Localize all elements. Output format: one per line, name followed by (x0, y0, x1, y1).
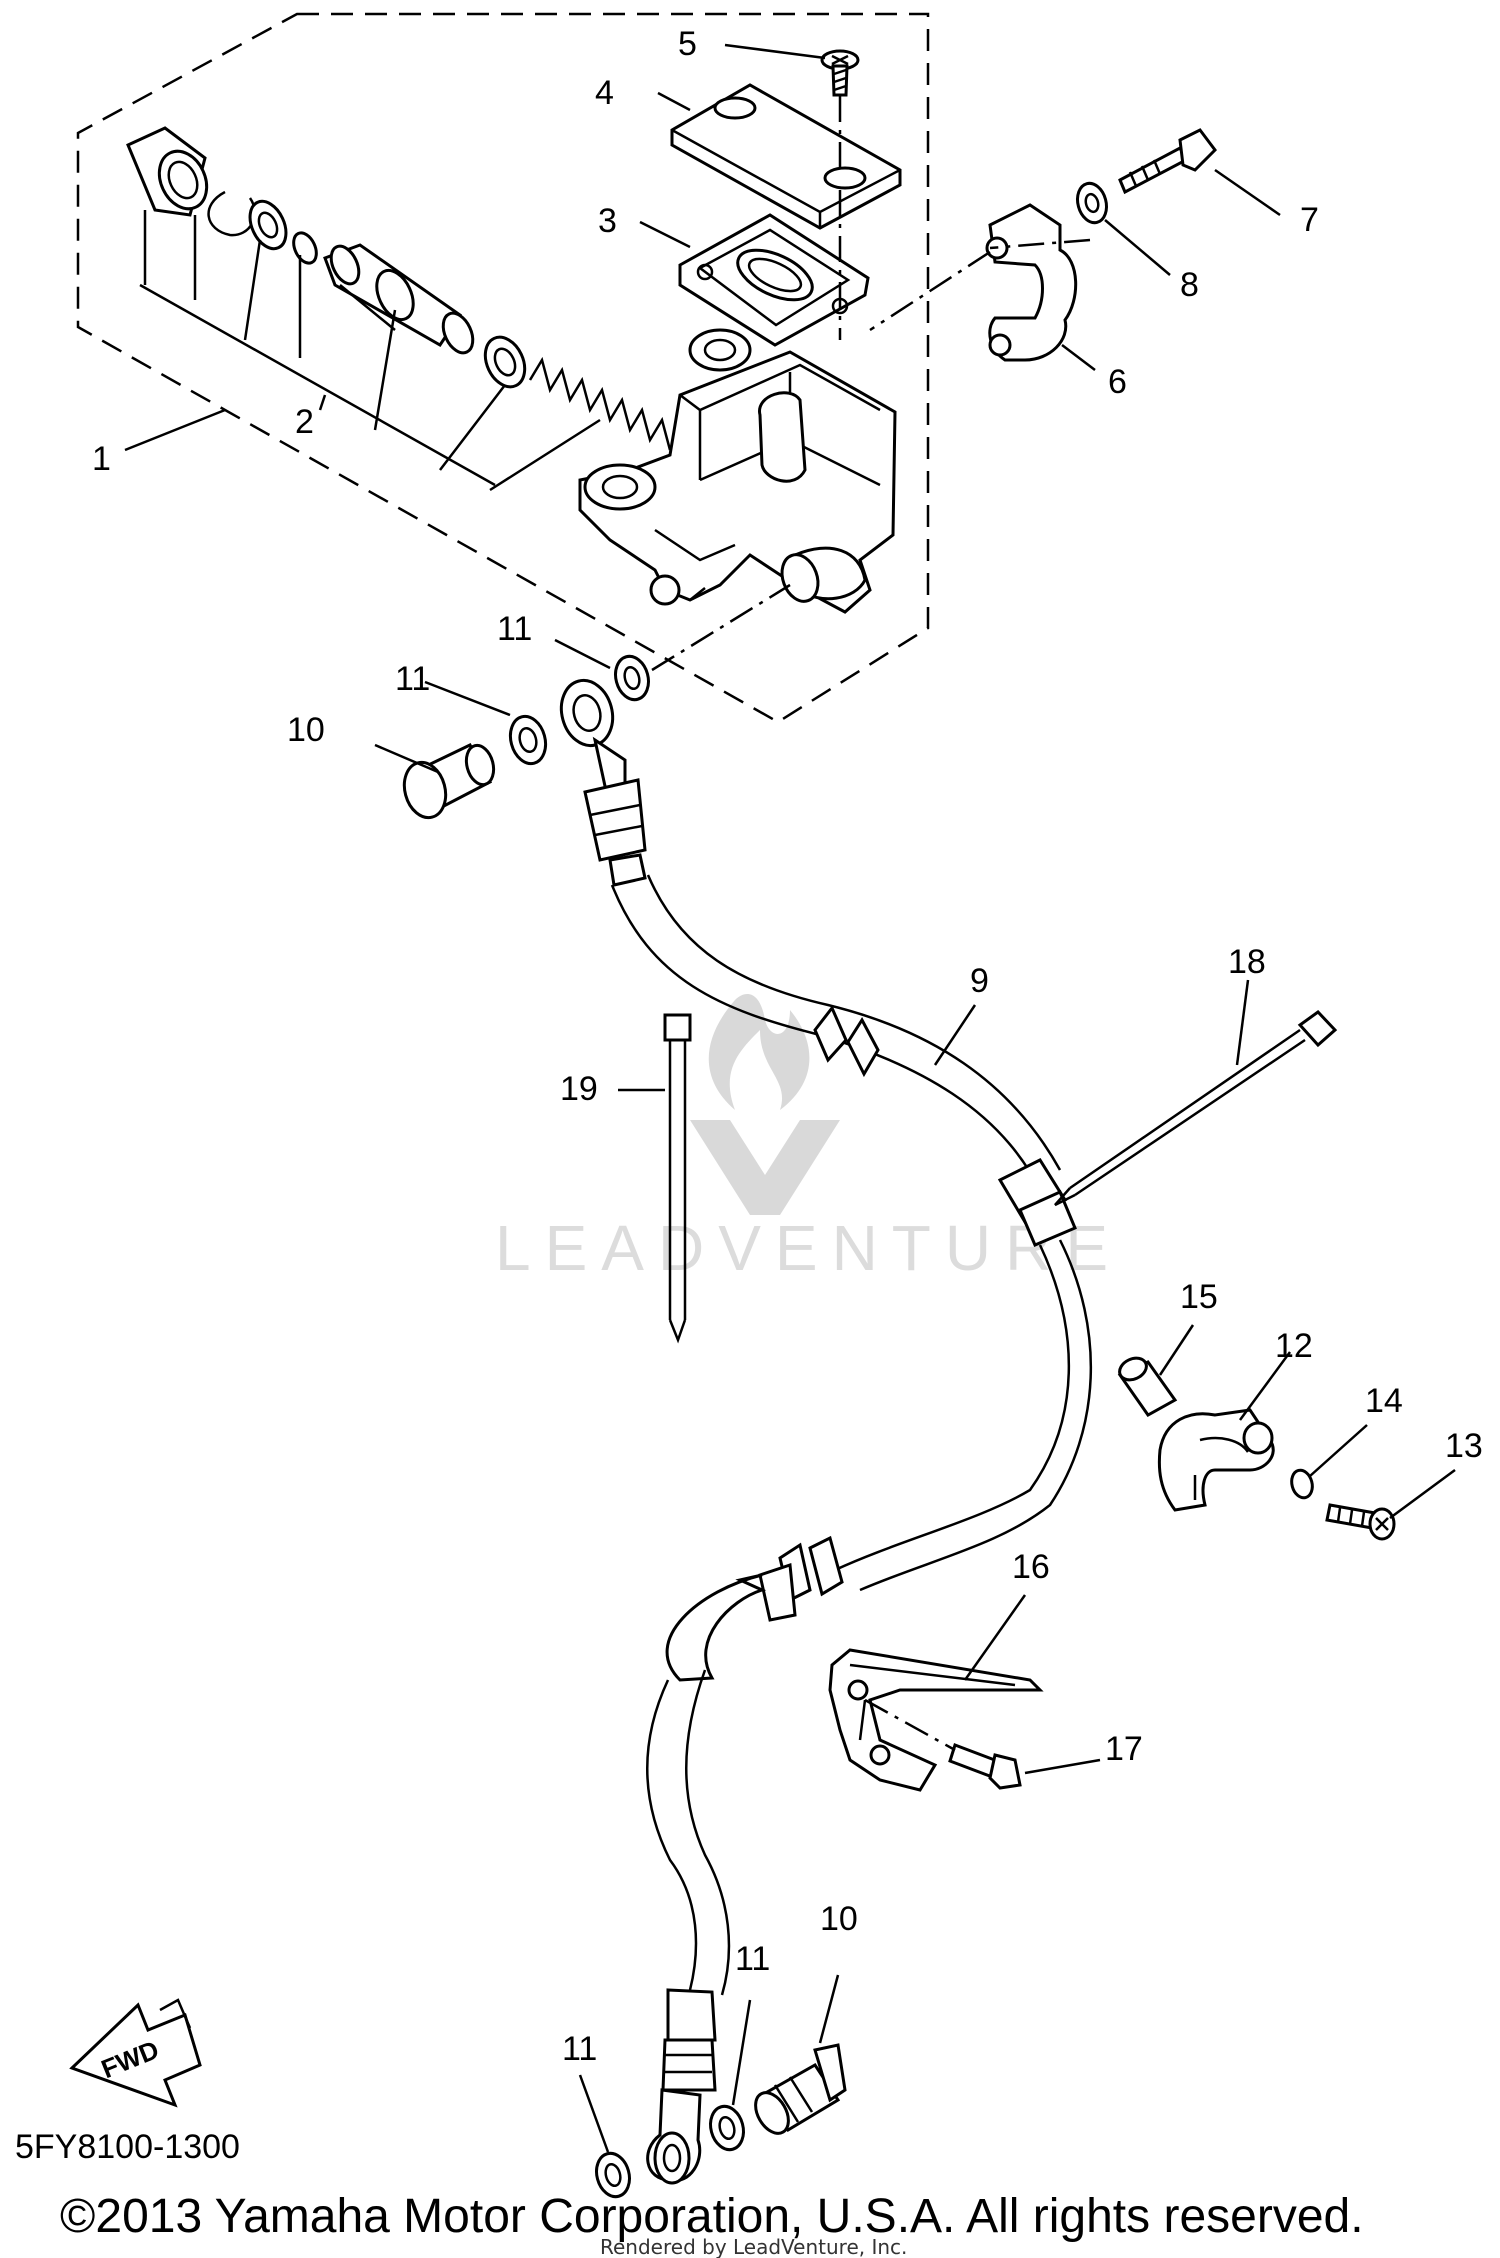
callout-12: 12 (1275, 1327, 1313, 1365)
master-cylinder-body (578, 328, 897, 614)
callout-10-upper: 10 (287, 711, 325, 749)
clamp-bolt (1118, 128, 1217, 195)
master-cylinder-assembly-boundary (76, 12, 930, 724)
reservoir-cap (670, 83, 902, 230)
lower-union (595, 2043, 847, 2199)
cable-tie-right (1054, 1010, 1338, 1207)
callout-15: 15 (1180, 1278, 1218, 1316)
upper-union-axis (651, 583, 791, 672)
collar (1117, 1356, 1178, 1417)
bracket-axis (864, 1698, 956, 1752)
copyright-notice: ©2013 Yamaha Motor Corporation, U.S.A. A… (60, 2190, 1364, 2243)
part-code: 5FY8100-1300 (15, 2128, 240, 2166)
callout-11-lower-b: 11 (562, 2030, 597, 2068)
callout-16: 16 (1012, 1548, 1050, 1586)
bracket-bolt (948, 1743, 1022, 1790)
callout-leaders (124, 43, 1456, 2153)
callout-6: 6 (1108, 363, 1127, 401)
clamp-small-washer (1290, 1468, 1314, 1500)
callout-18: 18 (1228, 943, 1266, 981)
rendered-by: Rendered by LeadVenture, Inc. (600, 2235, 907, 2258)
leadventure-logo-icon (708, 994, 810, 1110)
clamp-screw (1325, 1503, 1396, 1541)
diaphragm (678, 213, 870, 347)
clamp-axis (869, 238, 1091, 332)
cap-screw (820, 49, 860, 97)
callout-13: 13 (1445, 1427, 1483, 1465)
fwd-arrow-icon: FWD (69, 1998, 202, 2108)
watermark-text: LEADVENTURE (495, 1212, 1122, 1284)
callout-4: 4 (595, 74, 614, 112)
callout-1: 1 (92, 440, 111, 478)
callout-3: 3 (598, 202, 617, 240)
callout-14: 14 (1365, 1382, 1403, 1420)
callout-11-lower-a: 11 (735, 1940, 770, 1978)
hose-bracket (828, 1648, 1044, 1792)
watermark: LEADVENTURE (495, 994, 1122, 1284)
callout-17: 17 (1105, 1730, 1143, 1768)
brake-hose (583, 736, 1093, 2185)
callout-19: 19 (560, 1070, 598, 1108)
callout-10-lower: 10 (820, 1900, 858, 1938)
callout-labels: 1 2 3 4 5 6 7 8 9 10 11 11 12 13 14 15 1… (92, 25, 1483, 2068)
cable-tie-left (663, 1013, 692, 1344)
callout-11-upper-a: 11 (497, 610, 532, 648)
callout-5: 5 (678, 25, 697, 63)
piston-kit (126, 126, 672, 492)
callout-2: 2 (295, 403, 314, 441)
callout-9: 9 (970, 962, 989, 1000)
callout-8: 8 (1180, 266, 1199, 304)
hose-clamp (1157, 1408, 1275, 1512)
callout-7: 7 (1300, 201, 1319, 239)
clamp-washer (1076, 181, 1108, 225)
callout-11-upper-b: 11 (395, 660, 430, 698)
holder-clamp (985, 203, 1078, 362)
